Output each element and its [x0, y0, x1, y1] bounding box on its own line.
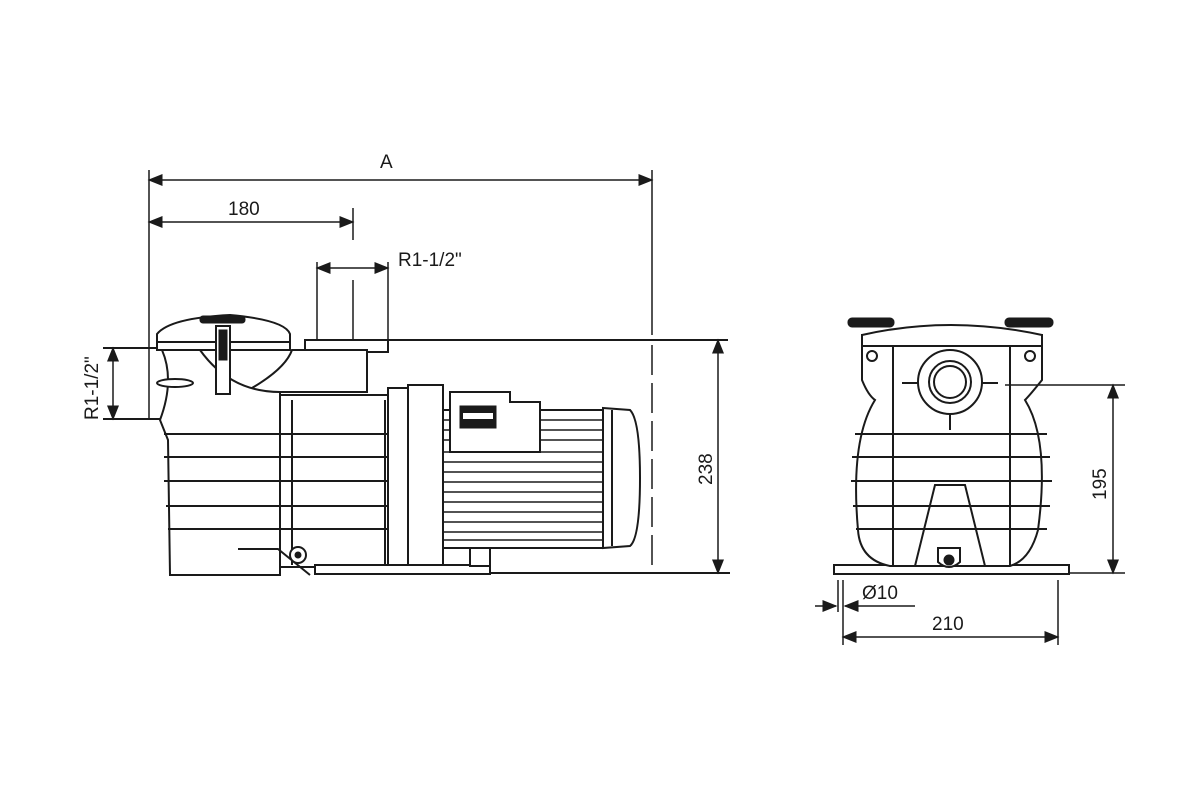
pump-ribs [164, 433, 402, 530]
side-view: A 180 R1-1/2" R1-1/2" 238 [82, 152, 730, 576]
dimension-mount-hole: Ø10 [815, 580, 915, 612]
dimension-210: 210 [841, 580, 1060, 645]
pump-front-body [833, 317, 1070, 575]
outlet-thread-label: R1-1/2" [398, 250, 462, 271]
dimension-238-label: 238 [696, 453, 717, 485]
dimension-238: 238 [388, 338, 730, 575]
dimension-outlet-thread: R1-1/2" [315, 250, 462, 340]
front-view: 195 Ø10 210 [815, 317, 1125, 645]
dimension-210-label: 210 [932, 614, 964, 635]
pump-side-body [156, 313, 642, 576]
dimension-180-label: 180 [228, 199, 260, 220]
dimension-a: A [147, 152, 654, 570]
dimension-195-label: 195 [1090, 468, 1111, 500]
dimension-inlet-thread: R1-1/2" [82, 346, 160, 421]
inlet-thread-label: R1-1/2" [82, 356, 103, 420]
cage-ribs [851, 433, 1052, 530]
dimension-a-label: A [380, 152, 393, 173]
mount-hole-label: Ø10 [862, 583, 898, 604]
dimension-195: 195 [1005, 383, 1125, 575]
dimension-180: 180 [147, 199, 355, 340]
